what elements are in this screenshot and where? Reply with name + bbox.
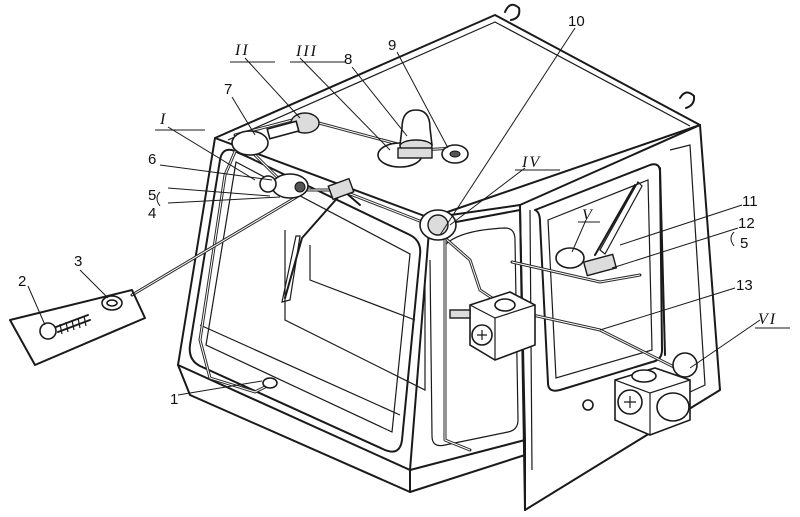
label-9: 9 bbox=[388, 37, 396, 54]
bracket-marks bbox=[155, 61, 790, 329]
label-5-right: 5 bbox=[740, 235, 748, 252]
front-wiper bbox=[281, 191, 361, 303]
roof-lamp-left bbox=[231, 112, 320, 156]
label-roman-V: V bbox=[582, 207, 594, 224]
label-1: 1 bbox=[170, 391, 178, 408]
label-2: 2 bbox=[18, 273, 26, 290]
lifting-eye-front bbox=[504, 3, 521, 21]
label-13: 13 bbox=[736, 277, 753, 294]
label-6: 6 bbox=[148, 151, 156, 168]
wiper-motor-front bbox=[259, 173, 355, 201]
label-8: 8 bbox=[344, 51, 352, 68]
detail-plate bbox=[9, 289, 146, 366]
labels: 1 2 3 4 5 6 7 8 9 10 11 12 5 13 I II III… bbox=[18, 13, 777, 408]
label-roman-II: II bbox=[234, 42, 250, 59]
lifting-eye-rear bbox=[679, 91, 696, 109]
cab-body bbox=[177, 3, 721, 511]
label-11: 11 bbox=[742, 193, 758, 210]
label-roman-IV: IV bbox=[521, 154, 541, 171]
leader-lines bbox=[27, 27, 761, 396]
label-4: 4 bbox=[148, 205, 156, 222]
ground-terminal bbox=[262, 377, 278, 389]
label-roman-III: III bbox=[295, 43, 318, 60]
label-5-left: 5 bbox=[148, 187, 156, 204]
horn bbox=[441, 144, 469, 164]
label-10: 10 bbox=[568, 13, 585, 30]
side-wiper bbox=[555, 181, 643, 277]
beacon-lamp bbox=[377, 109, 433, 168]
label-3: 3 bbox=[74, 253, 82, 270]
fan-unit-front bbox=[449, 291, 536, 361]
label-roman-I: I bbox=[159, 111, 167, 128]
label-roman-VI: VI bbox=[758, 311, 777, 328]
label-7: 7 bbox=[224, 81, 232, 98]
label-12: 12 bbox=[738, 215, 755, 232]
fan-unit-rear bbox=[582, 352, 698, 436]
